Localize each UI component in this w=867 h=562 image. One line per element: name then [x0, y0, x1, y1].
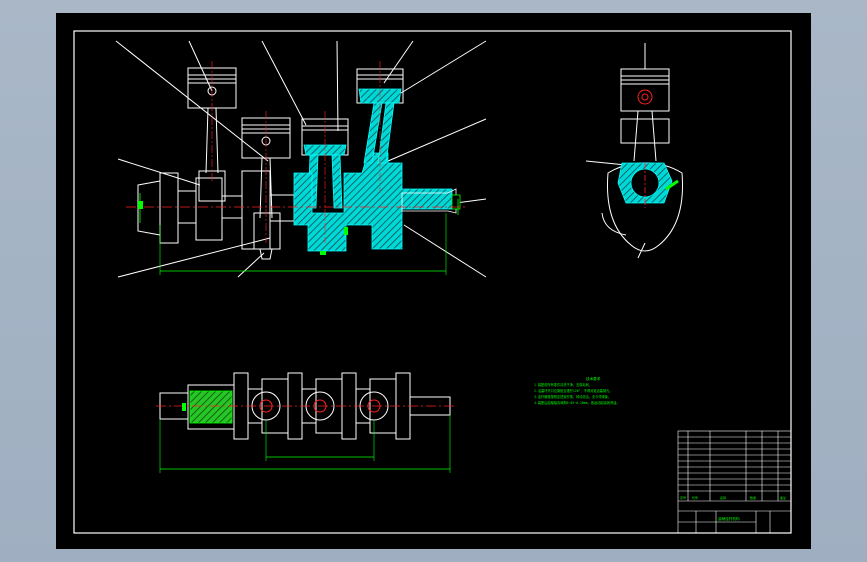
- front-view-section: [293, 88, 461, 252]
- top-view-section: [156, 390, 456, 473]
- front-view: [115, 40, 487, 278]
- drawing-canvas: 技术要求 1.装配前所有零件清洗干净，去除毛刺。 2.活塞环开口位置相互错开12…: [73, 30, 792, 534]
- tb-header-index: 序号: [680, 495, 686, 500]
- side-view-section: [617, 162, 679, 208]
- tb-drawing-name: 曲柄连杆机构: [718, 516, 740, 521]
- front-view-dimensions: [126, 61, 468, 275]
- drawing-frame: [73, 30, 792, 534]
- tb-header-note: 备注: [780, 495, 786, 500]
- drawing-sheet[interactable]: 技术要求 1.装配前所有零件清洗干净，去除毛刺。 2.活塞环开口位置相互错开12…: [56, 13, 811, 549]
- title-block: [677, 430, 792, 534]
- note-line-3: 3.连杆螺栓按规定扭矩拧紧，转动灵活，无卡滞现象。: [534, 394, 611, 399]
- note-line-4: 4.装配后曲轴轴向间隙0.05~0.20mm，各运动副涂润滑油。: [534, 400, 620, 405]
- note-line-2: 2.活塞环开口位置相互错开120°，不得对准活塞销孔。: [534, 388, 612, 393]
- tb-header-name: 名称: [720, 495, 726, 500]
- note-line-1: 1.装配前所有零件清洗干净，去除毛刺。: [534, 382, 592, 387]
- tb-header-qty: 数量: [750, 495, 756, 500]
- side-view: [585, 43, 683, 259]
- notes-title: 技术要求: [586, 376, 601, 381]
- title-block-text: 序号 代号 名称 数量 备注 曲柄连杆机构: [680, 495, 786, 521]
- technical-notes: 技术要求 1.装配前所有零件清洗干净，去除毛刺。 2.活塞环开口位置相互错开12…: [534, 376, 620, 405]
- tb-header-code: 代号: [692, 495, 698, 500]
